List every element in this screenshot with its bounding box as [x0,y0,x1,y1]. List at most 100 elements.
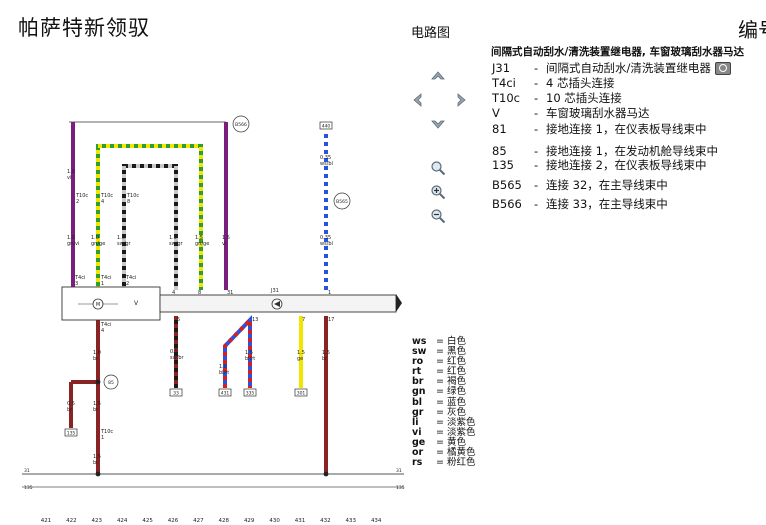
junction-dot [95,379,101,385]
ref-box-135: 135 [64,428,78,437]
legend-code: 85 [492,144,507,158]
pin-label: 8 [198,290,201,296]
legend-item: B566-连接 33，在主导线束中 [492,197,668,211]
wire-gn-ge [96,144,203,290]
legend-item: V-车窗玻璃刮水器马达 [492,106,650,120]
column-number: 431 [295,518,306,524]
column-number: 428 [219,518,230,524]
motor-label: V [134,300,139,307]
pin-label: 4 [172,290,175,296]
legend-desc: 接地连接 2，在仪表板导线束中 [546,158,707,172]
wire-bl-rt [223,315,252,388]
column-number: 424 [117,518,128,524]
svg-text:135: 135 [67,431,76,437]
legend-desc: 接地连接 1，在仪表板导线束中 [546,122,707,136]
pin-label: 7 [302,317,305,323]
legend-code: T10c [492,91,520,105]
ref-b566: B566 [232,115,250,133]
column-number: 434 [371,518,382,524]
ref-box-301: 301 [294,388,308,397]
legend-code: J31 [492,61,511,75]
column-number: 433 [346,518,357,524]
bus-label: 31 [396,468,402,474]
svg-text:301: 301 [297,391,306,397]
code-label: 编号 [738,18,766,42]
wire-color-row: rs= 粉红色 [412,457,476,469]
wire-color-row: gr= 灰色 [412,406,466,418]
wire-color-row: ge= 黄色 [412,436,466,448]
svg-text:85: 85 [108,380,114,386]
column-number: 426 [168,518,179,524]
zoom-out-icon[interactable] [430,208,446,224]
wire-color-row: gn= 绿色 [412,386,466,398]
motor-icon: M [92,298,104,310]
wire-color-row: vi= 淡紫色 [412,426,476,438]
nav-left-icon[interactable] [410,92,426,108]
legend-code: 135 [492,158,514,172]
legend-desc: 连接 33，在主导线束中 [546,197,668,211]
column-number: 423 [92,518,103,524]
wire-color-row: rt= 红色 [412,366,466,378]
camera-icon[interactable] [714,62,731,75]
zoom-fit-icon[interactable] [430,160,446,176]
zoom-in-icon[interactable] [430,184,446,200]
wire-color-row: sw= 黑色 [412,346,466,358]
wire-color-row: ws= 白色 [412,336,466,347]
svg-text:431: 431 [221,391,230,397]
pin-label: 13 [252,317,258,323]
column-number: 425 [142,518,153,524]
wire-color-row: or= 橘黄色 [412,447,476,459]
legend-title: 间隔式自动刮水/清洗装置继电器, 车窗玻璃刮水器马达 [491,46,744,58]
nav-down-icon[interactable] [430,116,446,132]
nav-right-icon[interactable] [453,92,469,108]
wire-color-row: br= 褐色 [412,376,466,388]
pin-label: 31 [227,290,233,296]
legend-desc: 4 芯插头连接 [546,76,615,90]
wire-color-legend: ws= 白色 sw= 黑色 ro= 红色 rt= 红色 br= 褐色 gn= 绿… [412,336,476,469]
svg-text:33: 33 [173,391,179,397]
bus-label: 31 [24,468,30,474]
nav-up-icon[interactable] [430,68,446,84]
svg-text:440: 440 [322,124,331,130]
ref-box-33: 33 [169,388,183,397]
legend-desc: 车窗玻璃刮水器马达 [546,106,650,120]
relay-symbol-icon [271,298,283,310]
page-title: 帕萨特新领驭 [18,16,150,40]
legend-code: B565 [492,178,522,192]
legend-desc: 10 芯插头连接 [546,91,622,105]
column-number: 429 [244,518,255,524]
relay-label: J31 [270,288,279,294]
junction-dot [95,471,101,477]
wire-sw-gr [122,164,178,290]
ref-box-431: 431 [218,388,232,397]
wire-color-row: ro= 红色 [412,356,466,368]
ref-b565: B565 [333,192,351,210]
svg-text:335: 335 [246,391,255,397]
legend-desc: 连接 32，在主导线束中 [546,178,668,192]
legend-code: T4ci [492,76,516,90]
column-number: 421 [41,518,52,524]
wire-color-row: bl= 蓝色 [412,396,466,408]
legend-code: V [492,106,500,120]
legend-item: T10c-10 芯插头连接 [492,91,622,105]
pin-label: 17 [328,317,334,323]
ref-box-335: 335 [243,388,257,397]
column-number: 427 [193,518,204,524]
bus-label: 135 [396,485,405,491]
junction-dot [323,471,329,477]
